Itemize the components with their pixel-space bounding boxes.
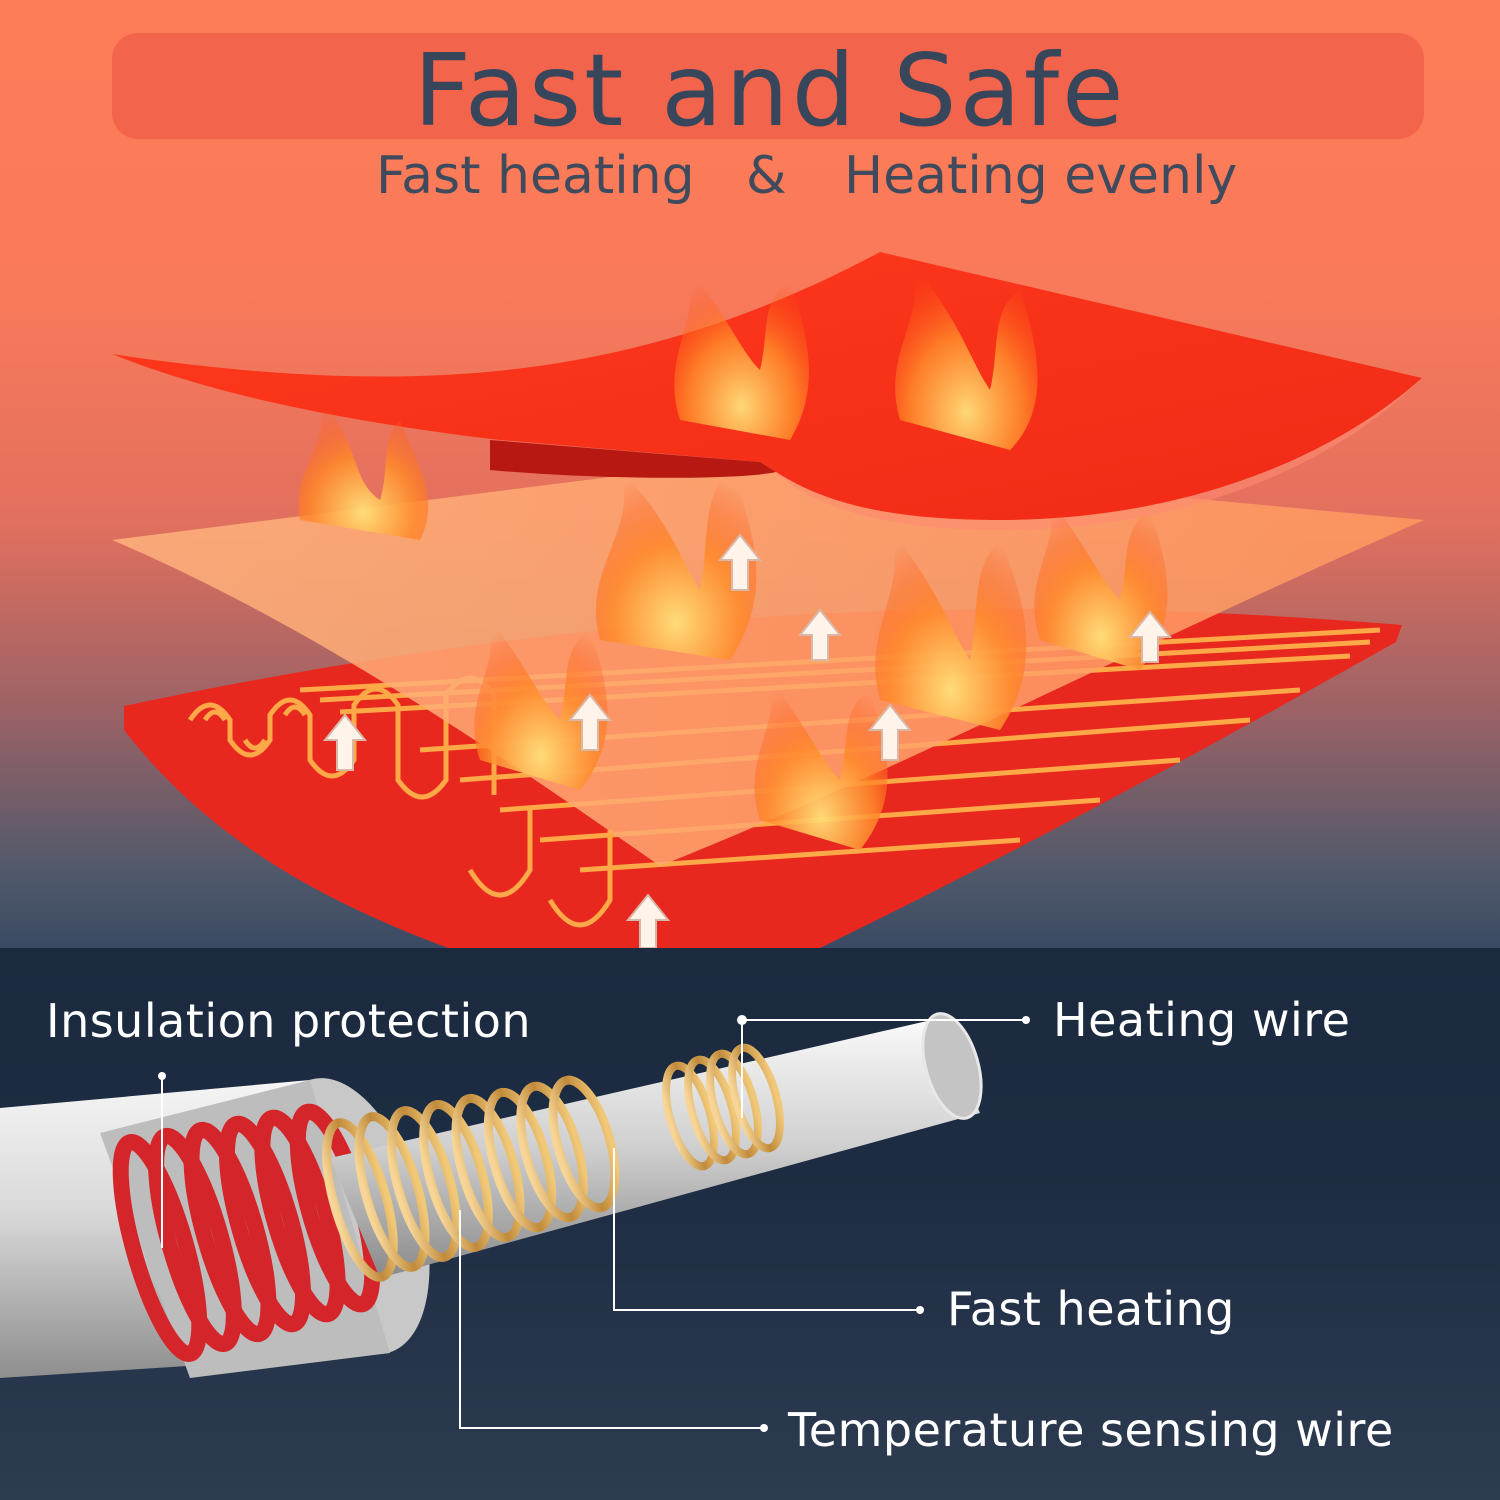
callout-dots	[158, 1015, 1030, 1432]
up-arrow-icon	[322, 533, 1173, 948]
heating-layers-diagram	[112, 252, 1424, 948]
cable-icon	[0, 1012, 1030, 1432]
callout-heating-wire: Heating wire	[1053, 993, 1351, 1047]
callout-lines	[161, 1019, 1026, 1429]
heating-illustration-section: Fast and Safe Fast heating & Heating eve…	[0, 0, 1500, 948]
callout-temperature-sensing-wire: Temperature sensing wire	[788, 1403, 1394, 1457]
title-band	[112, 33, 1424, 139]
gold-heating-coil	[662, 1043, 784, 1171]
page-title: Fast and Safe	[413, 32, 1127, 149]
subtitle-ampersand: &	[746, 146, 787, 206]
subtitle-heating-evenly: Heating evenly	[844, 146, 1238, 206]
middle-insulation-layer	[112, 458, 1424, 866]
red-insulation-coil	[112, 1103, 381, 1362]
callout-fast-heating: Fast heating	[947, 1282, 1235, 1336]
flame-icon	[298, 260, 1168, 850]
core-end-cap	[921, 1012, 983, 1120]
callout-insulation-protection: Insulation protection	[46, 994, 532, 1048]
gold-temperature-coil	[322, 1075, 620, 1282]
cable-structure-section: Insulation protection Heating wire Fast …	[0, 948, 1500, 1500]
subtitle-fast-heating: Fast heating	[376, 146, 695, 206]
